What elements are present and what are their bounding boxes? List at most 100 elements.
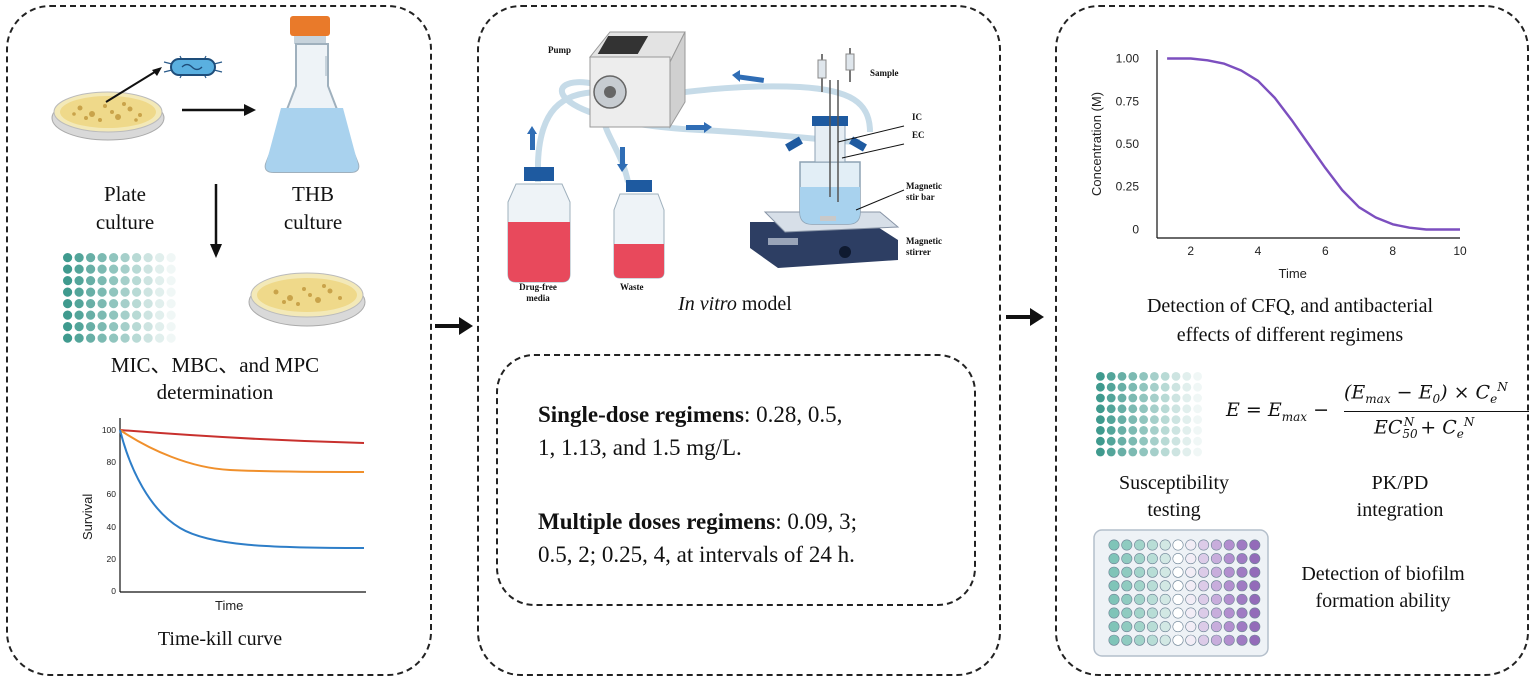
plate-well bbox=[1146, 580, 1158, 592]
bacterium-icon bbox=[163, 55, 223, 79]
grid-dot bbox=[1139, 393, 1148, 403]
grid-dot bbox=[86, 299, 96, 309]
grid-dot bbox=[97, 333, 107, 343]
grid-dot bbox=[1096, 404, 1105, 414]
flask-icon bbox=[264, 16, 360, 173]
grid-dot bbox=[132, 276, 142, 286]
grid-dot bbox=[1106, 447, 1116, 457]
plate-well bbox=[1146, 634, 1158, 646]
grid-dot bbox=[1171, 393, 1181, 403]
grid-dot bbox=[97, 253, 107, 263]
y-tick-label: 1.00 bbox=[1116, 52, 1140, 66]
grid-dot bbox=[1182, 404, 1192, 414]
grid-dot bbox=[86, 310, 96, 320]
grid-dot bbox=[1160, 447, 1170, 457]
grid-dot bbox=[1117, 382, 1127, 392]
grid-dot bbox=[97, 310, 107, 320]
grid-dot bbox=[1171, 426, 1181, 435]
grid-dot bbox=[143, 276, 153, 286]
grid-dot bbox=[155, 299, 165, 309]
plate-well bbox=[1172, 634, 1184, 646]
plate-well bbox=[1198, 580, 1210, 592]
grid-dot bbox=[1171, 404, 1181, 414]
grid-dot bbox=[155, 333, 165, 343]
pump-icon bbox=[589, 31, 686, 129]
grid-dot bbox=[1096, 426, 1105, 435]
plate-well bbox=[1172, 621, 1184, 633]
plate-well bbox=[1108, 580, 1120, 592]
grid-dot bbox=[1139, 447, 1148, 457]
plate-well bbox=[1159, 539, 1171, 551]
grid-dot bbox=[1150, 415, 1159, 424]
grid-dot bbox=[166, 333, 176, 343]
plate-well bbox=[1236, 553, 1248, 565]
plate-well bbox=[1159, 593, 1171, 605]
plate-well bbox=[1134, 566, 1146, 578]
tk-ytick: 100 bbox=[102, 425, 116, 435]
series-line bbox=[1167, 57, 1460, 231]
plate-well bbox=[1108, 607, 1120, 619]
grid-dot bbox=[109, 310, 119, 320]
grid-dot bbox=[1193, 404, 1202, 414]
grid-dot bbox=[1182, 436, 1192, 446]
plate-well bbox=[1159, 634, 1171, 646]
grid-dot bbox=[63, 287, 73, 297]
grid-dot bbox=[166, 310, 176, 320]
waste-label: Waste bbox=[620, 282, 644, 292]
grid-dot bbox=[86, 333, 96, 343]
grid-dot bbox=[109, 299, 119, 309]
grid-dot bbox=[166, 322, 176, 332]
grid-dot bbox=[1096, 447, 1105, 457]
grid-dot bbox=[63, 253, 73, 263]
grid-dot bbox=[1128, 404, 1138, 414]
plate-well bbox=[1146, 566, 1158, 578]
plate-well bbox=[1121, 553, 1133, 565]
plate-well bbox=[1108, 553, 1120, 565]
ic-label: IC bbox=[912, 112, 923, 122]
petri-dish-plate-icon bbox=[51, 91, 165, 141]
plate-well bbox=[1108, 621, 1120, 633]
grid-dot bbox=[1128, 436, 1138, 446]
grid-dot bbox=[1117, 393, 1127, 403]
single-dose-heading: Single-dose regimens bbox=[538, 402, 744, 427]
grid-dot bbox=[1160, 426, 1170, 435]
plate-well bbox=[1159, 553, 1171, 565]
grid-dot bbox=[120, 299, 130, 309]
grid-dot bbox=[143, 264, 153, 274]
grid-dot bbox=[1106, 404, 1116, 414]
grid-dot bbox=[120, 253, 130, 263]
grid-dot bbox=[1139, 404, 1148, 414]
time-kill-chart: 100 80 60 40 20 0 Survival Time bbox=[80, 418, 366, 613]
grid-dot bbox=[132, 253, 142, 263]
plate-well bbox=[1172, 607, 1184, 619]
grid-dot bbox=[1106, 436, 1116, 446]
grid-dot bbox=[74, 333, 84, 343]
plate-well bbox=[1210, 539, 1222, 551]
plate-well bbox=[1185, 580, 1197, 592]
plate-well bbox=[1236, 607, 1248, 619]
grid-dot bbox=[1171, 447, 1181, 457]
plate-well bbox=[1185, 539, 1197, 551]
grid-dot bbox=[1128, 372, 1138, 381]
plate-well bbox=[1210, 553, 1222, 565]
grid-dot bbox=[63, 310, 73, 320]
grid-dot bbox=[86, 253, 96, 263]
plate-well bbox=[1210, 580, 1222, 592]
petri-dish-thb-icon bbox=[248, 272, 366, 327]
grid-dot bbox=[132, 287, 142, 297]
arrow-plate-to-thb bbox=[182, 104, 256, 116]
plate-well bbox=[1134, 539, 1146, 551]
grid-dot bbox=[109, 322, 119, 332]
grid-dot bbox=[1106, 382, 1116, 392]
grid-dot bbox=[143, 310, 153, 320]
grid-dot bbox=[109, 333, 119, 343]
grid-dot bbox=[74, 322, 84, 332]
grid-dot bbox=[74, 299, 84, 309]
tk-ytick: 40 bbox=[107, 522, 117, 532]
grid-dot bbox=[1171, 372, 1181, 381]
pump-label: Pump bbox=[548, 45, 572, 55]
pkpd-formula: E = Emax − (Emax − E0) × CeN EC50N + CeN bbox=[1226, 380, 1529, 450]
plate-well bbox=[1185, 566, 1197, 578]
